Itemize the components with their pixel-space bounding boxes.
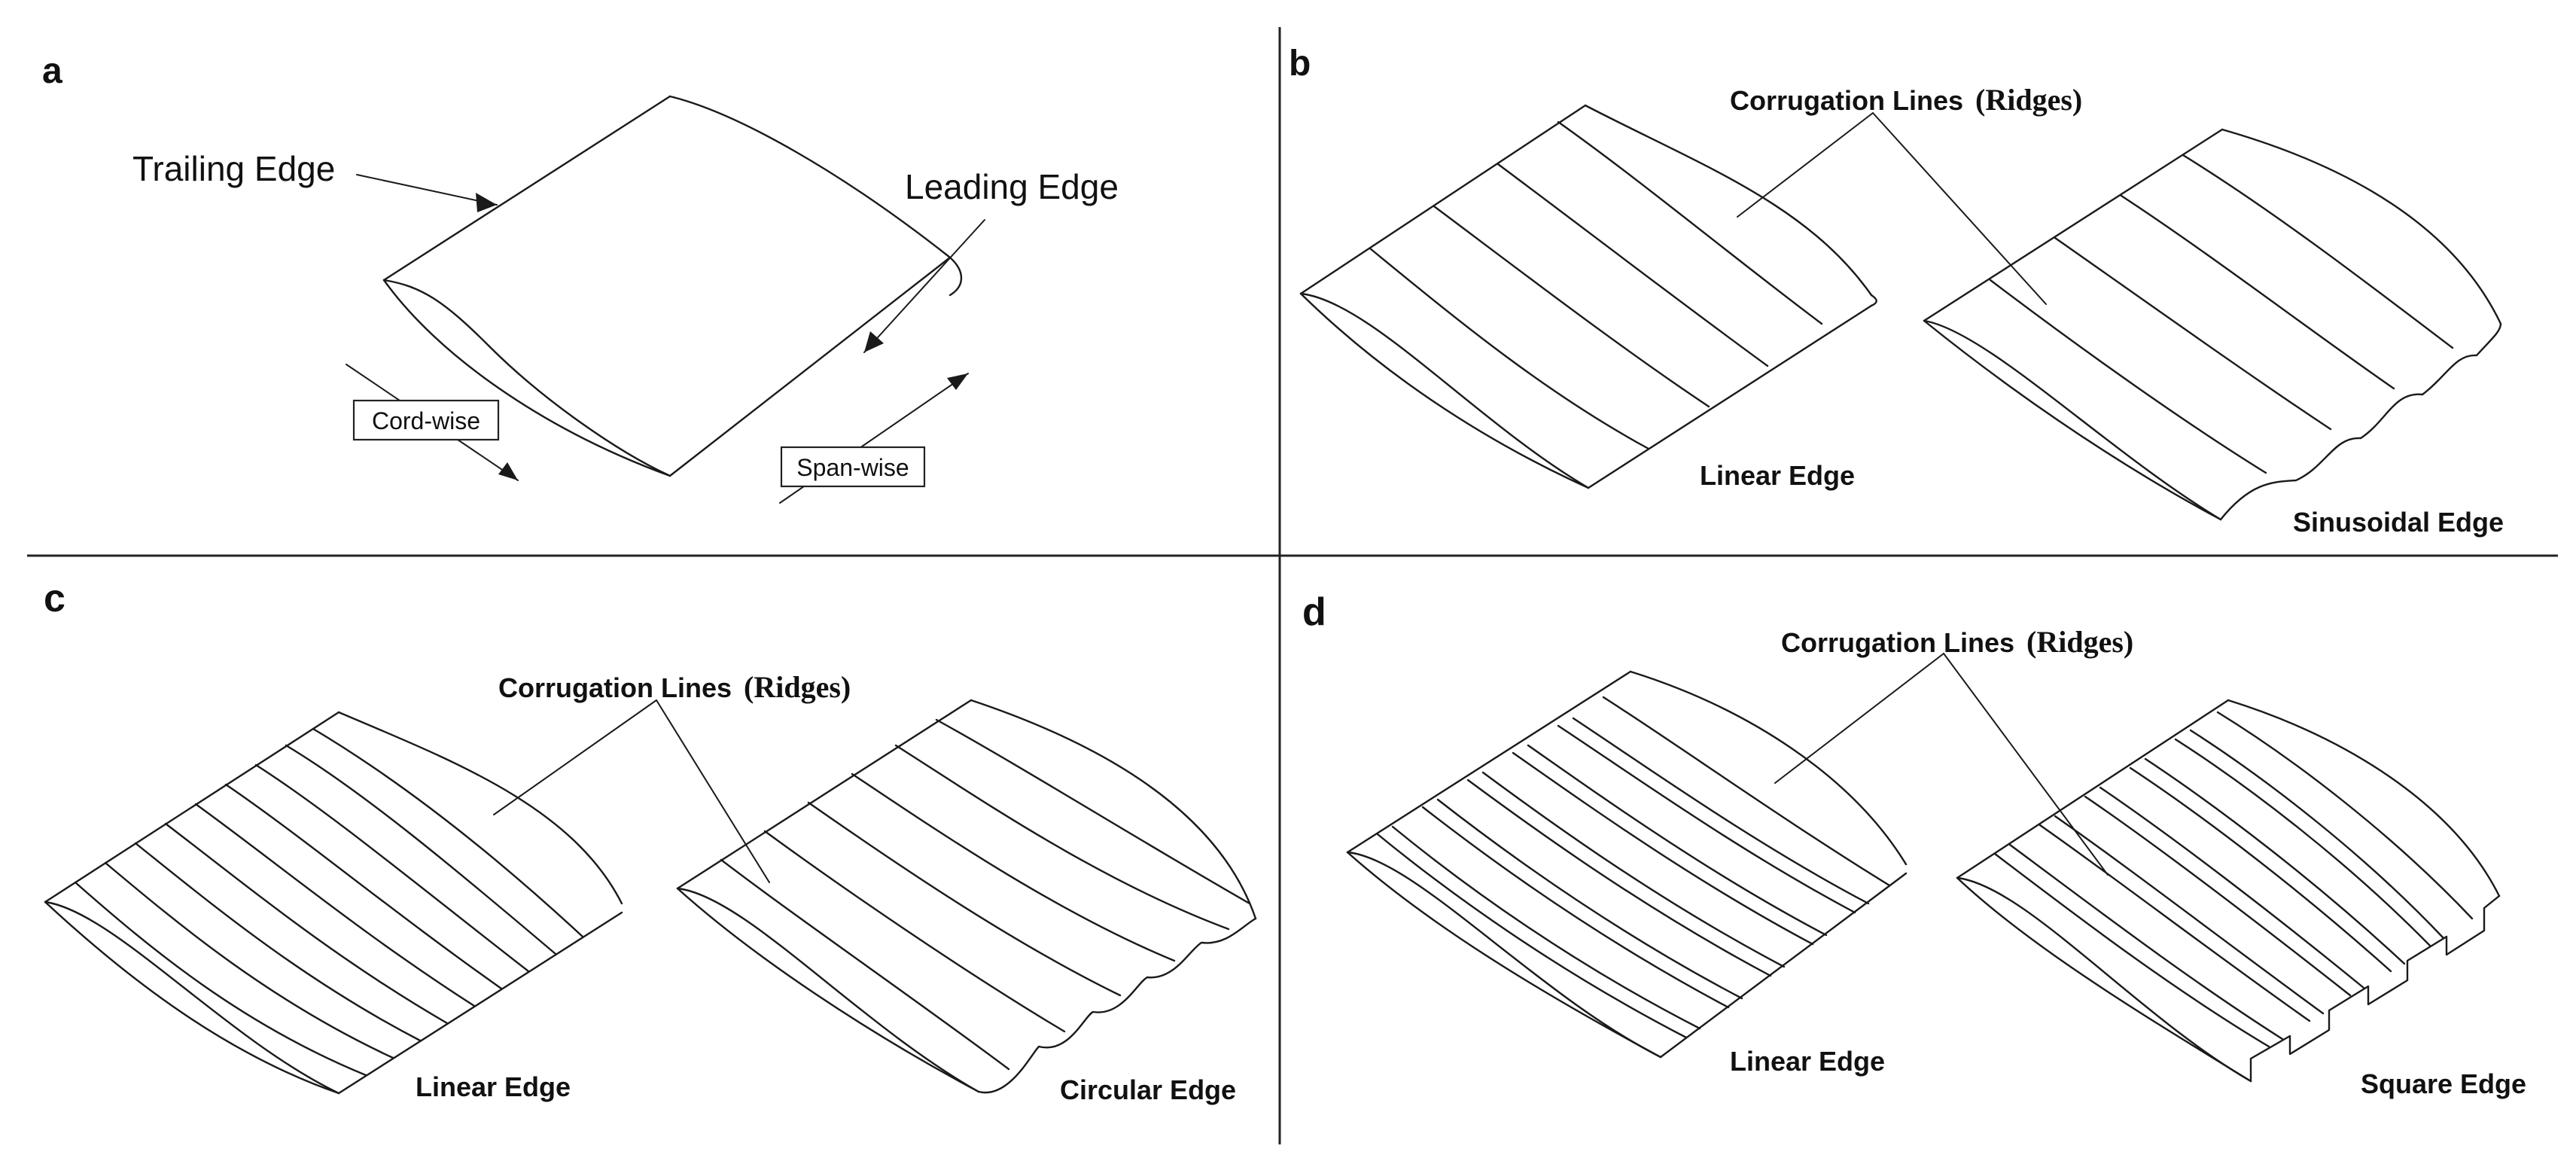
callout-title-c: Corrugation Lines (Ridges): [498, 670, 851, 704]
panel-letter-c: c: [44, 577, 65, 620]
span-wise-label: Span-wise: [796, 454, 909, 481]
wing-linear-edge-c: Linear Edge: [44, 711, 623, 1102]
wing-sinusoidal-edge-b: Sinusoidal Edge: [1923, 128, 2504, 538]
edge-label-c-right: Circular Edge: [1060, 1074, 1236, 1105]
edge-label-c-left: Linear Edge: [416, 1071, 571, 1102]
trailing-edge-label: Trailing Edge: [132, 149, 335, 188]
cord-wise-label: Cord-wise: [372, 407, 480, 434]
span-wise-box: [780, 446, 926, 488]
wing-circular-edge-c: Circular Edge: [676, 699, 1257, 1105]
wing-linear-edge-b: Linear Edge: [1299, 104, 1877, 491]
edge-label-d-left: Linear Edge: [1730, 1046, 1885, 1077]
ridge-lines-d-left: [1376, 696, 1891, 1039]
panel-c: Corrugation Lines (Ridges) Linea: [44, 670, 1257, 1105]
ridge-lines-d-right: [1993, 711, 2474, 1048]
ridge-lines-b-right: [1989, 154, 2454, 474]
panel-a: Trailing Edge Leading Edge Cord-wise Spa…: [132, 95, 1119, 504]
ridge-lines-c-right: [720, 718, 1251, 1071]
edge-label-d-right: Square Edge: [2361, 1068, 2526, 1099]
callout-title-d: Corrugation Lines (Ridges): [1781, 625, 2133, 659]
trailing-edge-arrow: [356, 174, 498, 206]
ridge-lines-b-left: [1369, 120, 1823, 450]
panel-letter-a: a: [42, 51, 62, 91]
callout-title-b: Corrugation Lines (Ridges): [1730, 83, 2082, 117]
wing-linear-edge-d: Linear Edge: [1346, 670, 1908, 1077]
leading-edge-arrow: [863, 219, 985, 353]
wing-square-edge-d: Square Edge: [1956, 699, 2526, 1099]
leading-edge-label: Leading Edge: [905, 167, 1119, 206]
plain-wing: [382, 95, 963, 477]
panel-d: Corrugation Lines (Ridges): [1346, 625, 2526, 1099]
panel-b: Corrugation Lines (Ridges) Linear Edge: [1299, 83, 2504, 538]
ridge-lines-c-left: [74, 727, 584, 1077]
edge-label-b-left: Linear Edge: [1700, 460, 1855, 491]
panel-letter-d: d: [1302, 590, 1326, 634]
edge-label-b-right: Sinusoidal Edge: [2293, 507, 2504, 538]
panel-letter-b: b: [1289, 44, 1311, 84]
cord-wise-box: [352, 399, 500, 441]
